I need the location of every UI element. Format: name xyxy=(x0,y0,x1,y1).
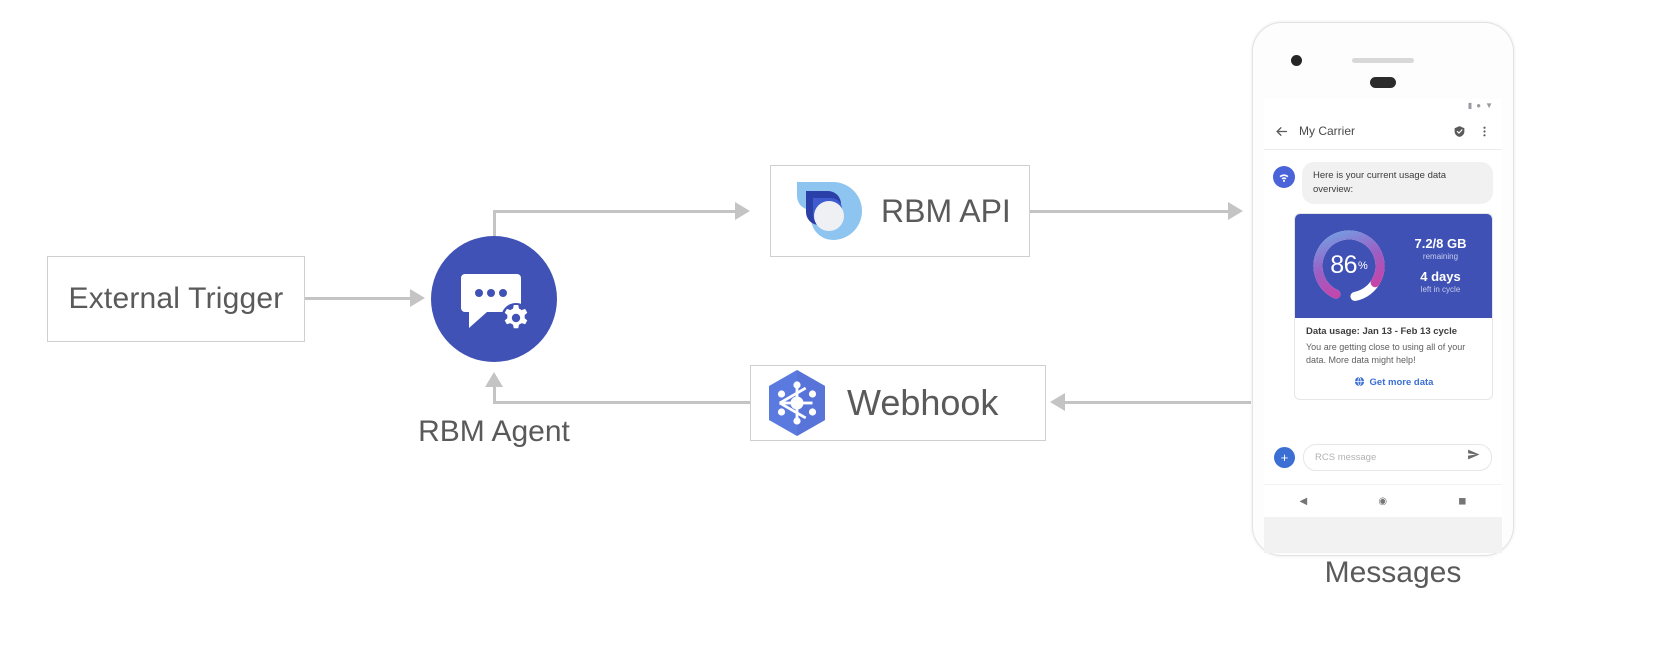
rbm-api-label: RBM API xyxy=(881,192,1011,229)
conversation-title: My Carrier xyxy=(1299,124,1355,138)
connector-agent-to-api xyxy=(493,210,735,213)
stat-days-left: 4 days left in cycle xyxy=(1420,269,1461,295)
nav-back-icon[interactable]: ◀ xyxy=(1299,495,1308,507)
message-composer: + RCS message xyxy=(1264,435,1502,479)
connector-phone-to-webhook xyxy=(1065,401,1251,404)
send-icon[interactable] xyxy=(1467,448,1480,466)
globe-icon xyxy=(1354,375,1365,390)
rcs-message-input[interactable]: RCS message xyxy=(1303,443,1492,471)
verified-shield-icon[interactable] xyxy=(1452,124,1467,139)
gauge-center-readout: 86 % xyxy=(1307,224,1391,308)
rbm-agent-node[interactable] xyxy=(431,236,557,362)
webhook-hexagon-icon xyxy=(769,370,825,436)
get-more-data-button[interactable]: Get more data xyxy=(1306,375,1481,390)
rbm-agent-label: RBM Agent xyxy=(418,415,570,448)
arrowhead-api-to-phone xyxy=(1228,202,1243,220)
app-header: My Carrier xyxy=(1264,113,1502,150)
more-vertical-icon[interactable] xyxy=(1477,124,1492,139)
connector-webhook-up xyxy=(493,386,496,404)
phone-device: ▮ ● ▼ My Carrier xyxy=(1252,22,1514,556)
rich-card-title: Data usage: Jan 13 - Feb 13 cycle xyxy=(1306,325,1458,337)
connector-api-to-phone xyxy=(1030,210,1230,213)
nav-home-icon[interactable]: ◉ xyxy=(1378,495,1388,507)
stat-data-remaining-label: remaining xyxy=(1422,252,1459,262)
wifi-icon: ● xyxy=(1476,101,1482,110)
messages-label: Messages xyxy=(1324,556,1462,589)
status-bar: ▮ ● ▼ xyxy=(1264,99,1502,113)
phone-chin xyxy=(1264,517,1502,553)
rich-card-hero: 86 % 7.2/8 GB remaining 4 days lef xyxy=(1295,213,1492,318)
carrier-wifi-avatar-icon xyxy=(1273,166,1295,188)
plus-icon[interactable]: + xyxy=(1274,446,1295,468)
phone-camera xyxy=(1291,55,1302,66)
message-bubble: Here is your current usage data overview… xyxy=(1302,162,1493,204)
webhook-label: Webhook xyxy=(847,382,999,423)
phone-sensor xyxy=(1370,77,1396,88)
phone-speaker xyxy=(1352,58,1414,63)
signal-icon: ▮ xyxy=(1467,101,1473,110)
stat-data-remaining-value: 7.2/8 GB xyxy=(1414,235,1467,251)
rbm-api-droplet-icon xyxy=(797,182,862,240)
data-usage-gauge: 86 % xyxy=(1307,224,1391,308)
hero-stats: 7.2/8 GB remaining 4 days left in cycle xyxy=(1401,235,1480,295)
rbm-api-box[interactable]: RBM API xyxy=(770,165,1030,257)
arrowhead-phone-to-webhook xyxy=(1050,393,1065,411)
gauge-unit: % xyxy=(1358,259,1368,272)
connector-trigger-to-agent xyxy=(305,297,410,300)
stat-data-remaining: 7.2/8 GB remaining xyxy=(1414,235,1467,262)
android-nav-bar: ◀ ◉ ◼ xyxy=(1264,484,1502,517)
webhook-box[interactable]: Webhook xyxy=(750,365,1046,441)
rich-card[interactable]: 86 % 7.2/8 GB remaining 4 days lef xyxy=(1294,212,1493,400)
arrowhead-trigger-to-agent xyxy=(410,289,425,307)
stat-days-left-value: 4 days xyxy=(1420,269,1461,285)
rich-card-body: Data usage: Jan 13 - Feb 13 cycle You ar… xyxy=(1295,318,1492,399)
nav-recents-icon[interactable]: ◼ xyxy=(1458,495,1467,507)
chat-gear-icon xyxy=(461,274,531,333)
external-trigger-label: External Trigger xyxy=(68,282,284,315)
battery-icon: ▼ xyxy=(1485,101,1493,110)
stat-days-left-label: left in cycle xyxy=(1420,285,1461,295)
incoming-message-row: Here is your current usage data overview… xyxy=(1264,162,1502,204)
connector-agent-up xyxy=(493,210,496,250)
gauge-value: 86 xyxy=(1330,251,1358,280)
rcs-message-placeholder: RCS message xyxy=(1315,451,1377,463)
arrowhead-webhook-to-agent xyxy=(485,372,503,387)
rich-card-description: You are getting close to using all of yo… xyxy=(1306,341,1466,365)
get-more-data-label: Get more data xyxy=(1369,377,1434,389)
back-arrow-icon[interactable] xyxy=(1274,124,1289,139)
connector-webhook-to-agent xyxy=(493,401,751,404)
phone-screen: ▮ ● ▼ My Carrier xyxy=(1264,99,1502,517)
arrowhead-agent-to-api xyxy=(735,202,750,220)
external-trigger-box[interactable]: External Trigger xyxy=(47,256,305,342)
